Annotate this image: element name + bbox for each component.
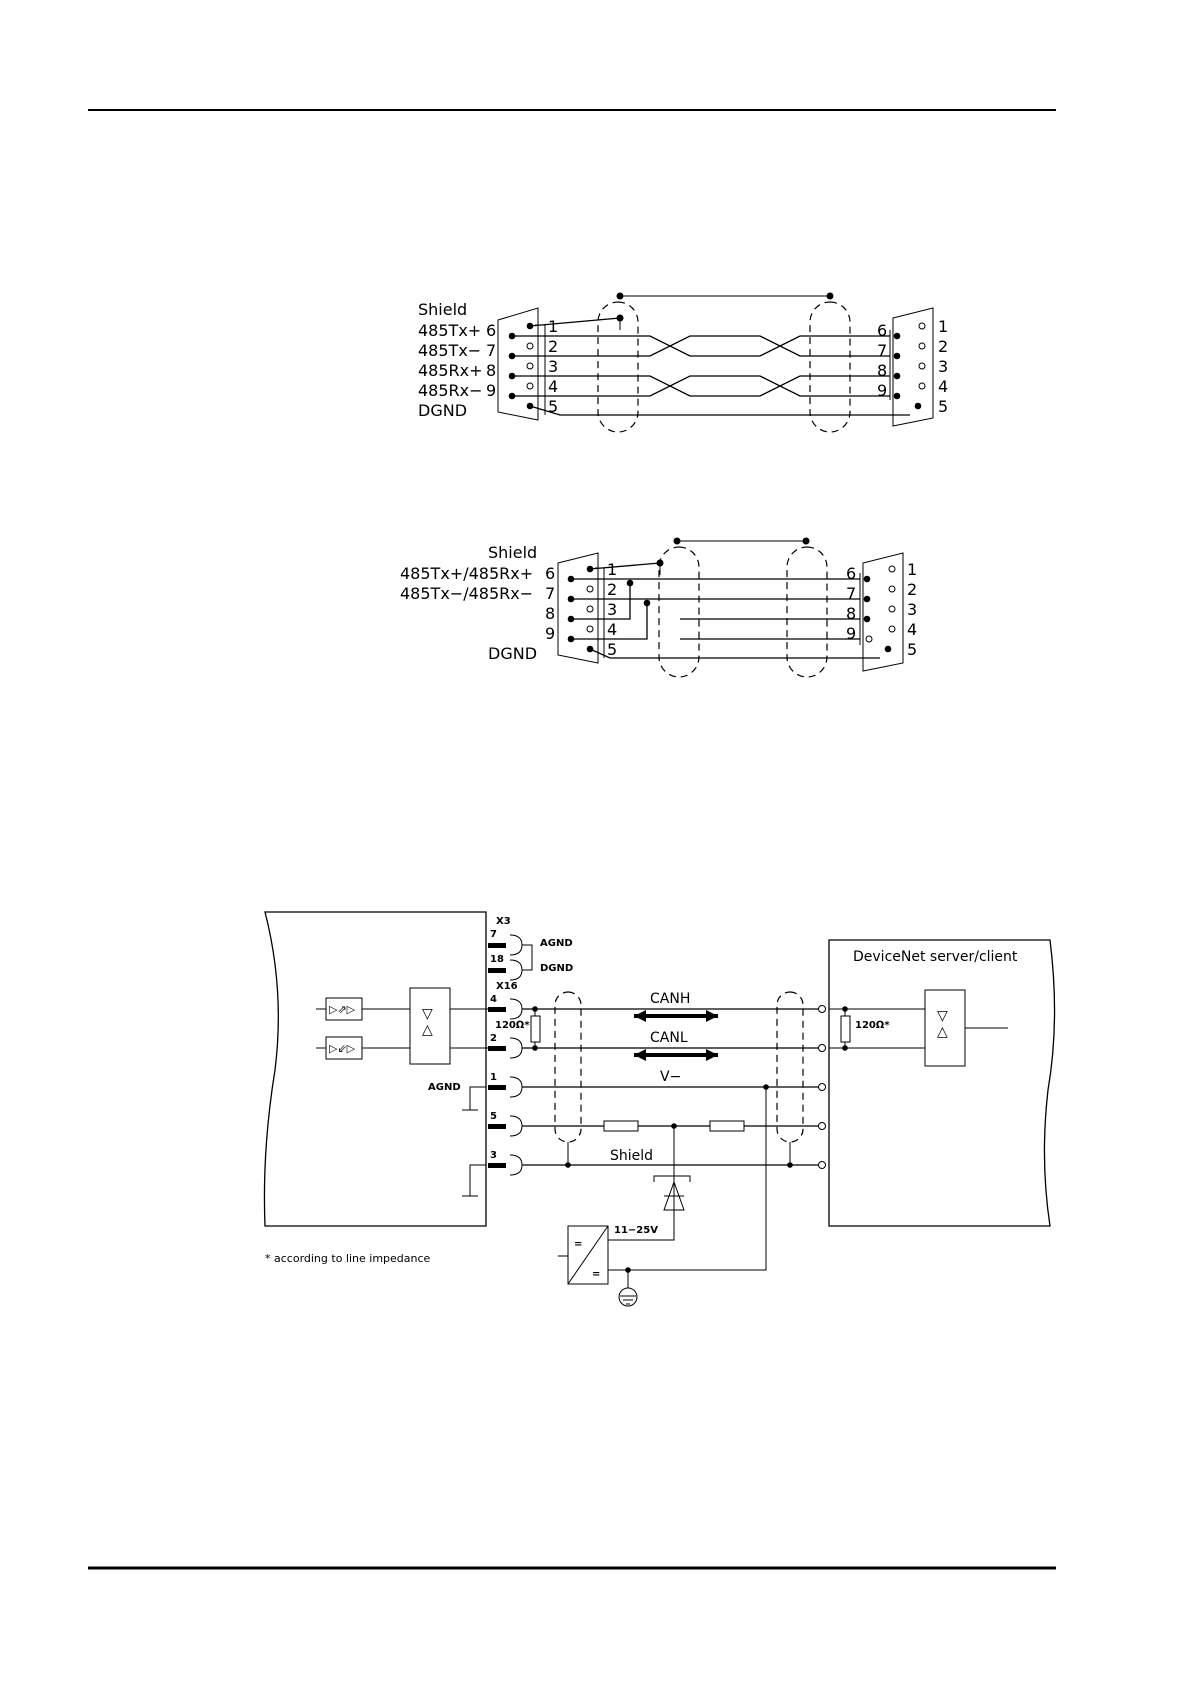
dgnd-label: DGND <box>418 401 467 420</box>
canl-label: CANL <box>650 1030 688 1046</box>
svg-text:▽: ▽ <box>937 1008 948 1024</box>
right-inner-pin-6: 6 <box>877 321 887 340</box>
devicenet-diagram: ▷⇗▷ ▷⇙▷ ▽ △ X3 7 18 AGND DGND X16 4 2 1 … <box>263 911 1056 1307</box>
dgnd-top: DGND <box>540 963 573 974</box>
rs485-4wire-diagram: Shield 485Tx+ 485Tx− 485Rx+ 485Rx− DGND … <box>418 292 948 433</box>
right-outer-pin-5: 5 <box>938 397 948 416</box>
right-outer-pin-1-b: 1 <box>907 560 917 579</box>
footnote: * according to line impedance <box>265 1252 431 1265</box>
inner-pin-4: 4 <box>548 377 558 396</box>
left-pin-9-b: 9 <box>545 624 555 643</box>
drive-box <box>263 911 487 1227</box>
right-outer-pin-3-b: 3 <box>907 600 917 619</box>
pin-4: 4 <box>490 994 497 1005</box>
inner-pin-2: 2 <box>548 337 558 356</box>
pin-1: 1 <box>490 1072 497 1083</box>
signal-label-1: 485Tx+ <box>418 321 481 340</box>
inner-pin-2-b: 2 <box>607 580 617 599</box>
right-outer-pin-3: 3 <box>938 357 948 376</box>
canh-label: CANH <box>650 991 690 1007</box>
svg-text:▷⇗▷: ▷⇗▷ <box>329 1003 356 1016</box>
x3-pin-7: 7 <box>490 929 497 940</box>
right-outer-pin-5-b: 5 <box>907 640 917 659</box>
v-minus-label: V− <box>660 1069 681 1085</box>
terminator-resistor-left <box>530 1015 541 1043</box>
inner-pin-1: 1 <box>548 317 558 336</box>
dc-supply <box>567 1225 609 1285</box>
shield-label-can: Shield <box>610 1148 653 1164</box>
agnd-left: AGND <box>428 1082 461 1093</box>
terminator-right-label: 120Ω* <box>855 1020 890 1031</box>
inner-pin-5-b: 5 <box>607 640 617 659</box>
inner-pin-5: 5 <box>548 397 558 416</box>
right-outer-pin-4: 4 <box>938 377 948 396</box>
devicenet-box <box>828 939 1056 1227</box>
shield-label: Shield <box>418 300 467 319</box>
cable-shield-right <box>809 301 851 433</box>
svg-text:△: △ <box>937 1024 948 1040</box>
dgnd-label-2: DGND <box>488 644 537 663</box>
right-inner-pin-6-b: 6 <box>846 564 856 583</box>
signal-label-b: 485Tx−/485Rx− <box>400 584 533 603</box>
x16-label: X16 <box>496 981 518 992</box>
right-inner-pin-8: 8 <box>877 361 887 380</box>
pin-2: 2 <box>490 1033 497 1044</box>
svg-text:▽: ▽ <box>422 1006 433 1022</box>
svg-text:▷⇙▷: ▷⇙▷ <box>329 1042 356 1055</box>
x3-pin-18: 18 <box>490 954 504 965</box>
pin-3: 3 <box>490 1150 497 1161</box>
supply-voltage-label: 11−25V <box>614 1225 658 1236</box>
left-pin-9: 9 <box>486 381 496 400</box>
shield-label-2: Shield <box>488 543 537 562</box>
x3-label: X3 <box>496 916 511 927</box>
fuse-left <box>603 1120 639 1132</box>
left-pin-8-b: 8 <box>545 604 555 623</box>
devicenet-label: DeviceNet server/client <box>853 949 1018 965</box>
right-outer-pin-1: 1 <box>938 317 948 336</box>
left-connector-shell <box>497 307 539 421</box>
signal-label-a: 485Tx+/485Rx+ <box>400 564 533 583</box>
right-outer-pin-2: 2 <box>938 337 948 356</box>
left-pin-7-b: 7 <box>545 584 555 603</box>
eq-sign-top: = <box>574 1239 582 1250</box>
pin-5: 5 <box>490 1111 497 1122</box>
right-inner-pin-8-b: 8 <box>846 604 856 623</box>
fuse-right <box>709 1120 745 1132</box>
right-inner-pin-7-b: 7 <box>846 584 856 603</box>
rs485-2wire-diagram: Shield 485Tx+/485Rx+ 485Tx−/485Rx− DGND … <box>400 537 917 678</box>
can-transceiver-left <box>409 987 451 1065</box>
right-inner-pin-9-b: 9 <box>846 624 856 643</box>
left-pin-8: 8 <box>486 361 496 380</box>
inner-pin-4-b: 4 <box>607 620 617 639</box>
agnd-top: AGND <box>540 938 573 949</box>
signal-label-3: 485Rx+ <box>418 361 483 380</box>
right-connector-shell <box>892 307 934 427</box>
eq-sign-bottom: = <box>592 1269 600 1280</box>
terminator-left-label: 120Ω* <box>495 1020 530 1031</box>
inner-pin-3: 3 <box>548 357 558 376</box>
svg-text:△: △ <box>422 1022 433 1038</box>
left-pin-6: 6 <box>486 321 496 340</box>
left-pin-7: 7 <box>486 341 496 360</box>
right-inner-pin-7: 7 <box>877 341 887 360</box>
left-pin-6-b: 6 <box>545 564 555 583</box>
inner-pin-1-b: 1 <box>607 560 617 579</box>
signal-label-4: 485Rx− <box>418 381 483 400</box>
right-inner-pin-9: 9 <box>877 381 887 400</box>
signal-label-2: 485Tx− <box>418 341 481 360</box>
cable-shield-left <box>597 301 639 433</box>
right-outer-pin-4-b: 4 <box>907 620 917 639</box>
inner-pin-3-b: 3 <box>607 600 617 619</box>
right-outer-pin-2-b: 2 <box>907 580 917 599</box>
